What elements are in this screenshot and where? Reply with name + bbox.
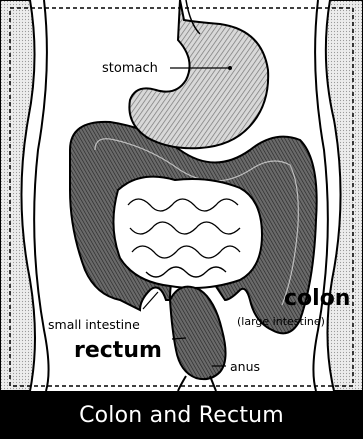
caption-bar: Colon and Rectum: [0, 391, 363, 439]
label-anus: anus: [230, 359, 260, 374]
label-stomach: stomach: [102, 61, 158, 76]
label-rectum: rectum: [74, 338, 162, 363]
rectum: [170, 287, 226, 379]
caption-text: Colon and Rectum: [79, 403, 284, 428]
label-colon-sub: (large intestine): [237, 315, 325, 328]
label-small-intestine: small intestine: [48, 317, 140, 332]
right-flank: [326, 0, 363, 391]
label-colon: colon: [284, 286, 350, 311]
left-flank: [0, 0, 35, 391]
